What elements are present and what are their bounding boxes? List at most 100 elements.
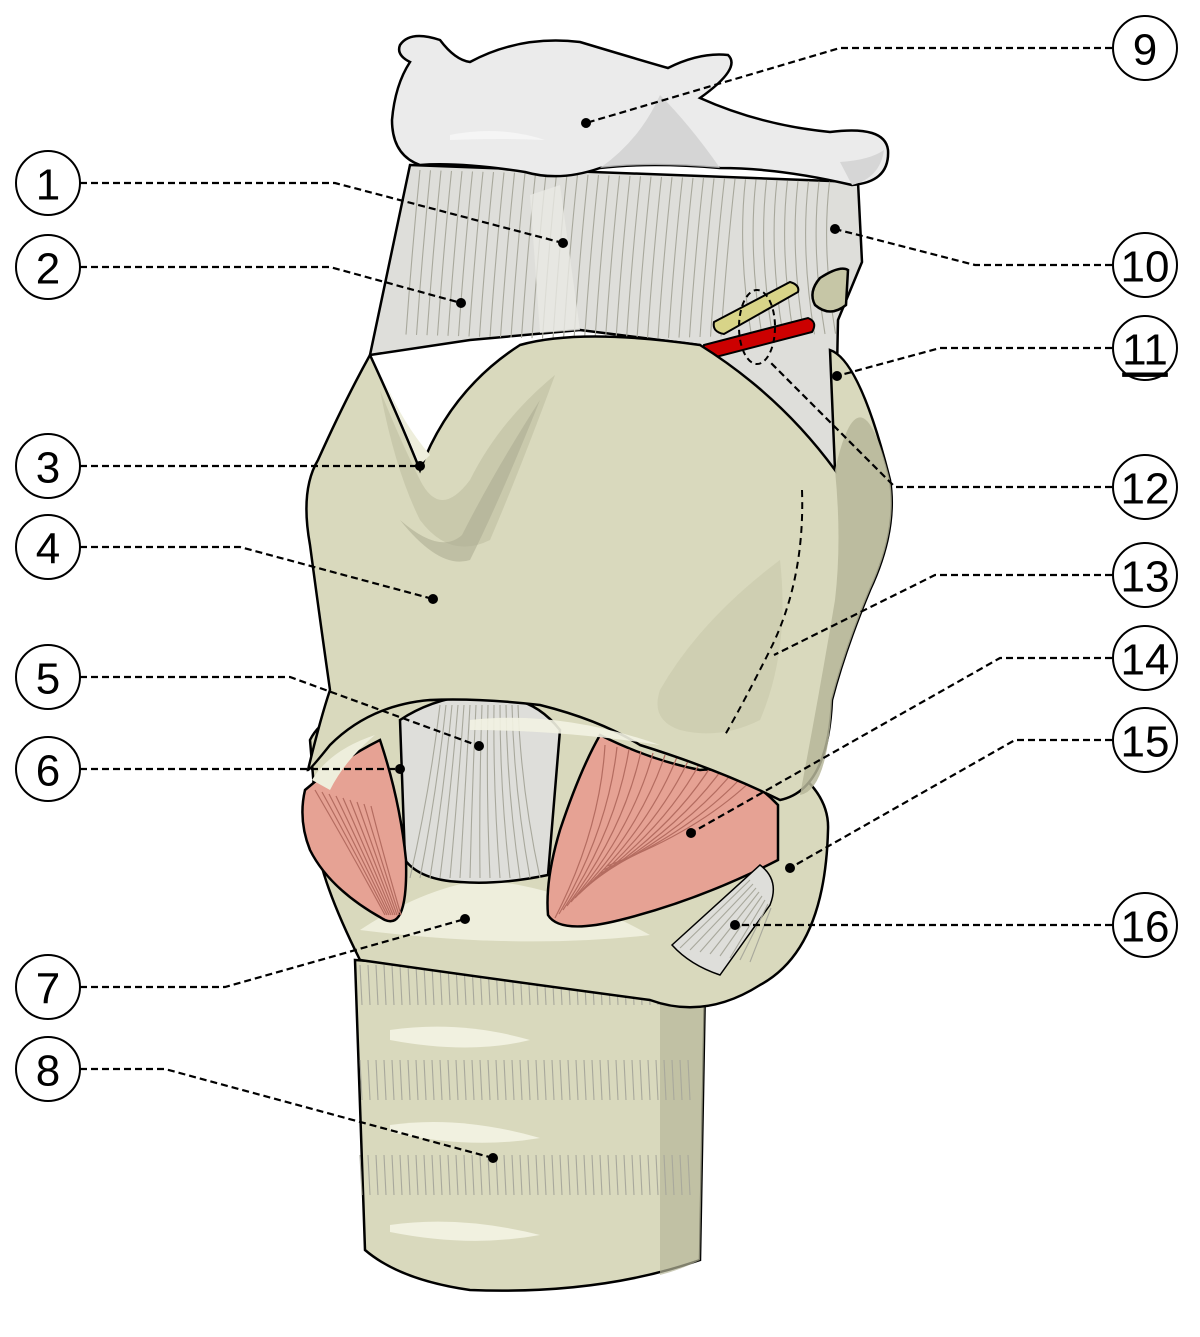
label-number-16: 16 [1121,903,1170,952]
fiber-stroke [399,964,403,1006]
fiber-stroke [423,1154,427,1196]
label-badge-5: 5 [15,644,81,710]
fiber-stroke [499,172,516,338]
label-number-14: 14 [1121,636,1170,685]
leader-dots [395,118,842,1163]
fiber-stroke [794,180,805,335]
leader-dot-3 [415,461,425,471]
fiber-stroke [375,964,379,1006]
fiber-stroke [409,704,441,879]
label-number-3: 3 [36,444,60,493]
fiber-stroke [551,1059,555,1101]
label-badge-6: 6 [15,736,81,802]
fiber-stroke [527,1154,531,1196]
fiber-stroke [543,1059,547,1101]
label-number-10: 10 [1121,243,1170,292]
fiber-stroke [559,1059,563,1101]
fiber-stroke [559,1154,563,1196]
fiber-stroke [407,1059,411,1101]
label-badge-1: 1 [15,150,81,216]
fiber-stroke [646,176,663,339]
fiber-stroke [383,1154,387,1196]
fiber-stroke [689,883,754,951]
leader-dot-8 [488,1153,498,1163]
fiber-stroke [598,766,738,875]
fiber-stroke [359,964,363,1006]
fiber-stroke [349,799,396,916]
label-number-15: 15 [1121,718,1170,767]
fiber-stroke [578,756,678,895]
superior-laryngeal-nerve [712,280,800,336]
fiber-stroke [391,1059,395,1101]
fiber-stroke [615,1059,619,1101]
fiber-stroke [383,1059,387,1101]
label-badge-13: 13 [1112,542,1178,608]
fiber-stroke [426,170,442,336]
fiber-stroke [615,175,631,340]
leader-dot-1 [558,238,568,248]
label-badge-15: 15 [1112,707,1178,773]
leader-lines [80,46,1112,1160]
fiber-stroke [679,879,751,949]
leader-dot-6 [395,764,405,774]
label-badge-16: 16 [1112,892,1178,958]
thyrohyoid-foramen-outline [738,289,776,365]
fiber-stroke [359,1059,363,1101]
fiber-stroke [639,1154,643,1196]
fiber-stroke [599,1059,603,1101]
fiber-stroke [459,704,471,879]
fiber-stroke [671,1059,675,1101]
cricothyroid-muscle-right [546,733,780,928]
fiber-stroke [447,171,463,336]
fiber-stroke [623,1059,627,1101]
fiber-stroke [429,704,453,879]
fiber-stroke [631,1059,635,1101]
label-badge-9: 9 [1112,15,1178,81]
fiber-stroke [763,179,774,336]
label-badge-7: 7 [15,954,81,1020]
fiber-stroke [719,895,763,957]
fiber-stroke [687,1154,691,1196]
label-number-5: 5 [36,655,60,704]
fiber-stroke [591,1154,595,1196]
fiber-stroke [510,172,526,338]
fiber-stroke [583,1154,587,1196]
fiber-stroke [687,1059,691,1101]
fiber-stroke [663,1059,667,1101]
fiber-stroke [655,1059,659,1101]
label-number-11: 11 [1122,326,1168,375]
fiber-stroke [535,1059,539,1101]
fiber-stroke [471,1154,475,1196]
fiber-stroke [439,1154,443,1196]
fiber-stroke [342,797,394,916]
leader-dot-9 [581,118,591,128]
fiber-stroke [436,170,453,336]
fiber-stroke [321,791,388,916]
fiber-stroke [574,754,666,899]
fiber-stroke [375,1059,379,1101]
fiber-stroke [391,1154,395,1196]
trachea [353,958,707,1292]
leader-dot-2 [456,298,466,308]
label-badge-2: 2 [15,234,81,300]
fiber-stroke [367,1154,371,1196]
fiber-stroke [363,803,400,916]
fiber-stroke [370,805,402,916]
fiber-stroke [449,704,465,879]
fiber-stroke [815,181,826,335]
fiber-stroke [554,744,606,919]
fiber-stroke [583,175,600,340]
fiber-stroke [543,1154,547,1196]
fiber-stroke [463,1059,467,1101]
label-badge-12: 12 [1112,454,1178,520]
fiber-stroke [383,964,387,1006]
fiber-stroke [647,1059,651,1101]
cricothyroid-ligament [398,693,562,884]
leader-dot-11 [832,371,842,381]
fiber-stroke [431,1154,435,1196]
fiber-stroke [671,1154,675,1196]
fiber-stroke [479,1059,483,1101]
fiber-stroke [314,789,386,916]
fiber-stroke [519,1154,523,1196]
fiber-stroke [558,746,618,915]
